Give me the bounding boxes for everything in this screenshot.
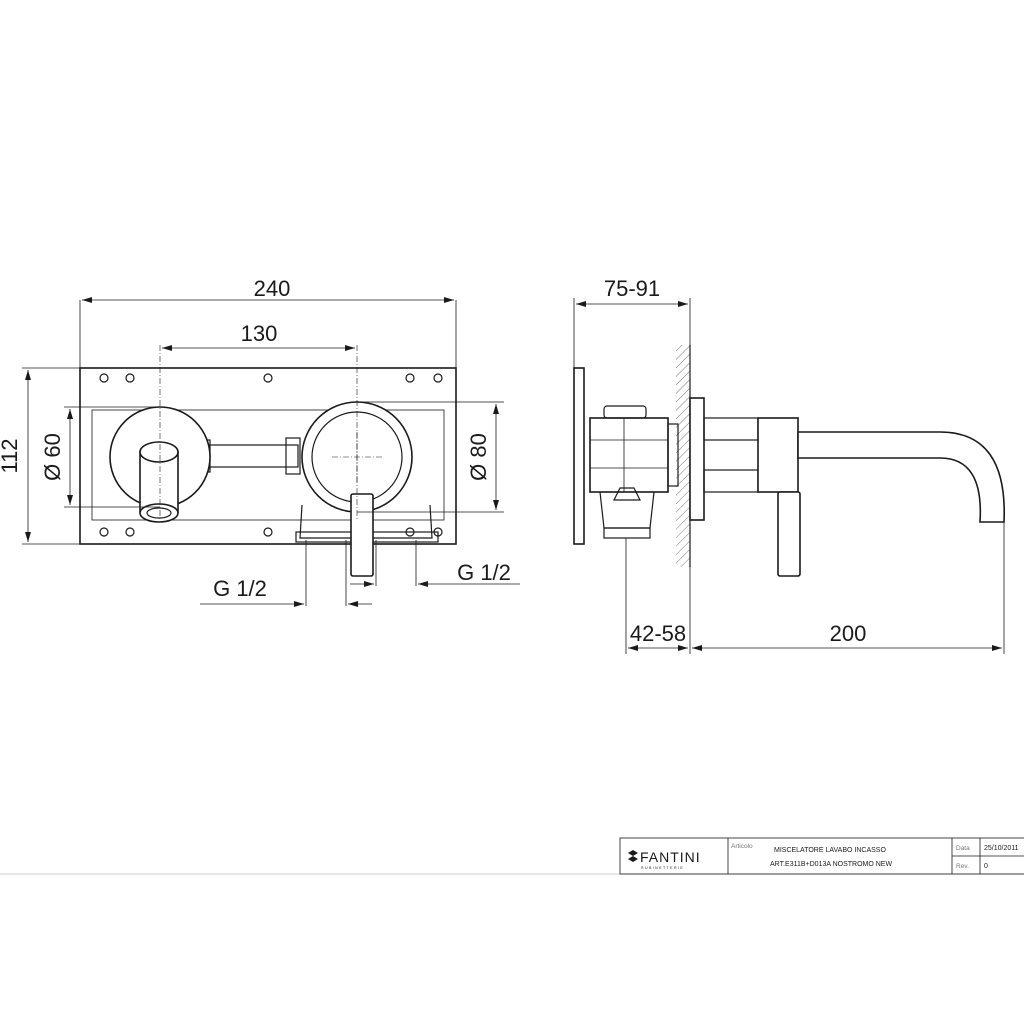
- dim-spout-projection: 200: [830, 621, 867, 646]
- svg-text:FANTINI: FANTINI: [640, 849, 701, 865]
- fantini-logo: FANTINI RUBINETTERIE: [628, 849, 701, 870]
- article-label: Articolo: [731, 843, 753, 850]
- dim-thread-left: G 1/2: [213, 576, 267, 601]
- side-view: [573, 345, 1005, 577]
- logo-mark-icon: [628, 850, 638, 862]
- rev-value: 0: [984, 863, 988, 870]
- dim-side-depth: 75-91: [604, 276, 660, 301]
- dim-front-width: 240: [254, 276, 291, 301]
- dim-valve-spacing: 130: [241, 321, 278, 346]
- svg-text:RUBINETTERIE: RUBINETTERIE: [641, 866, 684, 870]
- template-inner-outline: [91, 409, 445, 521]
- rev-label: Rev.: [956, 863, 969, 870]
- dim-wall-depth: 42-58: [630, 621, 686, 646]
- description-line2: ART.E311B+D013A NOSTROMO NEW: [770, 861, 892, 868]
- dim-thread-right: G 1/2: [457, 560, 511, 585]
- side-handle-body: [757, 417, 799, 493]
- side-mounting-plate: [573, 367, 585, 545]
- dim-plate-height: 112: [0, 438, 22, 473]
- front-view: [79, 345, 457, 606]
- date-value: 25/10/2011: [984, 845, 1019, 852]
- dim-spout-plate-diameter: Ø 60: [40, 433, 65, 481]
- dim-handle-plate-diameter: Ø 80: [466, 433, 491, 481]
- front-dimensions: 240 130 112 Ø 60 Ø 80 G 1/2 G 1/2: [0, 276, 520, 607]
- description-line1: MISCELATORE LAVABO INCASSO: [774, 847, 886, 854]
- date-label: Data: [956, 845, 970, 852]
- title-block: FANTINI RUBINETTERIE Articolo MISCELATOR…: [0, 837, 1024, 875]
- wall-section: [676, 345, 690, 567]
- side-rosette: [689, 397, 705, 521]
- side-lever: [777, 491, 801, 577]
- side-spout: [797, 431, 1005, 523]
- side-dimensions: 75-91 42-58 200: [573, 276, 1005, 654]
- side-valve-body: [589, 417, 669, 493]
- lever-handle: [350, 493, 374, 577]
